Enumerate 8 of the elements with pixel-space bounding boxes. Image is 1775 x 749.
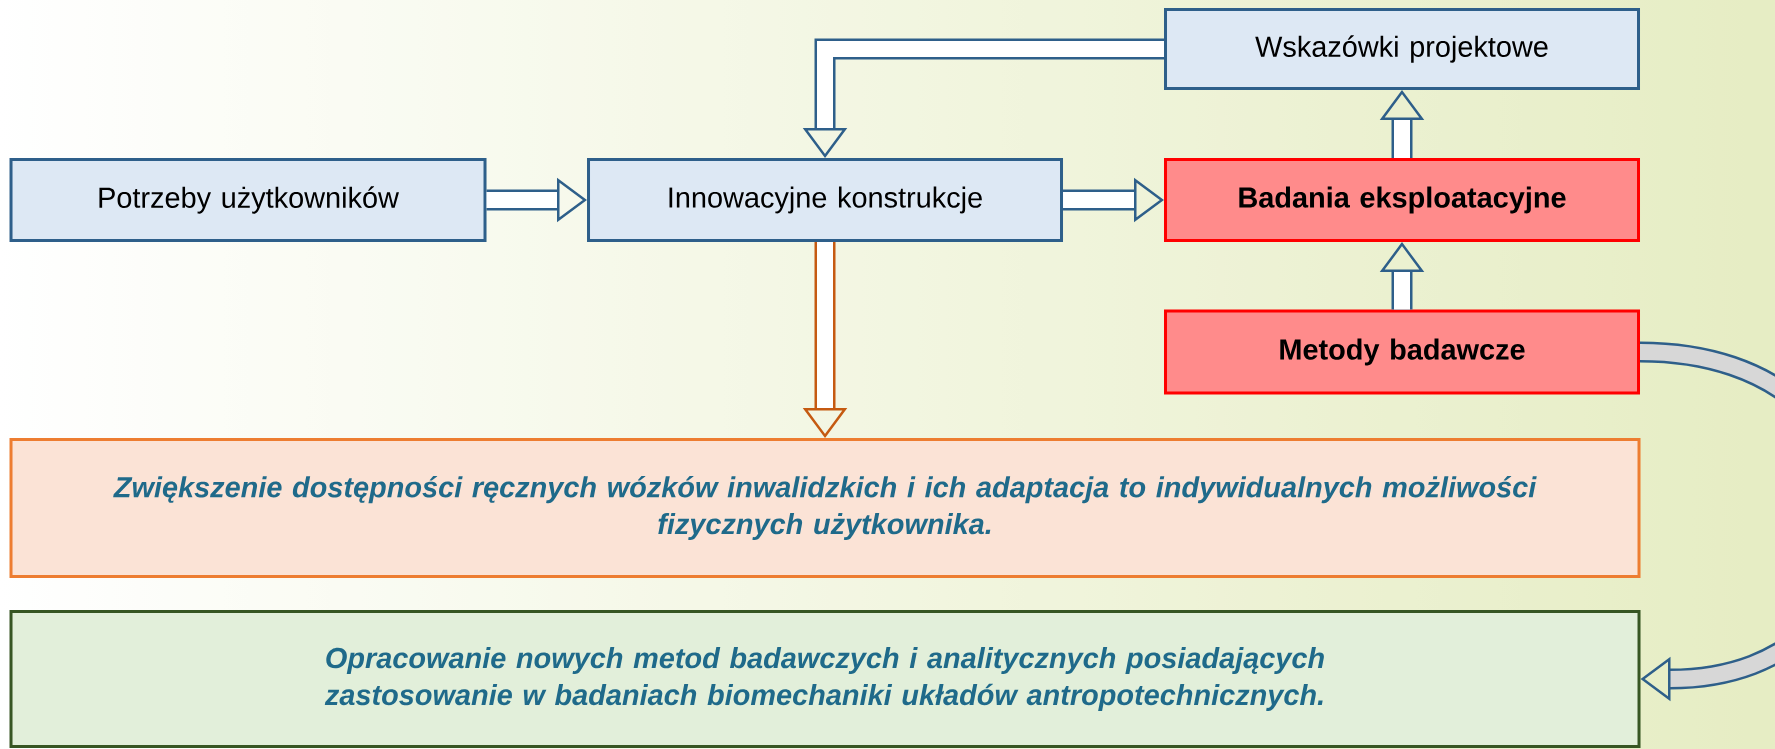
block-arrow bbox=[1638, 341, 1775, 702]
goal-box: Opracowanie nowych metod badawczych i analitycznych posiadających zastosowanie w badaniach biomechaniki układów antropotechnicznych. bbox=[9, 610, 1641, 748]
process-box: Potrzeby użytkowników bbox=[9, 158, 487, 242]
highlight-box: Badania eksploatacyjne bbox=[1164, 158, 1640, 242]
process-box: Innowacyjne konstrukcje bbox=[587, 158, 1063, 242]
highlight-box: Metody badawcze bbox=[1164, 309, 1640, 395]
goal-box: Zwiększenie dostępności ręcznych wózków inwalidzkich i ich adaptacja to indywidualnych możliwości fizycznych użytkownika. bbox=[9, 438, 1641, 578]
process-box: Wskazówki projektowe bbox=[1164, 8, 1640, 90]
